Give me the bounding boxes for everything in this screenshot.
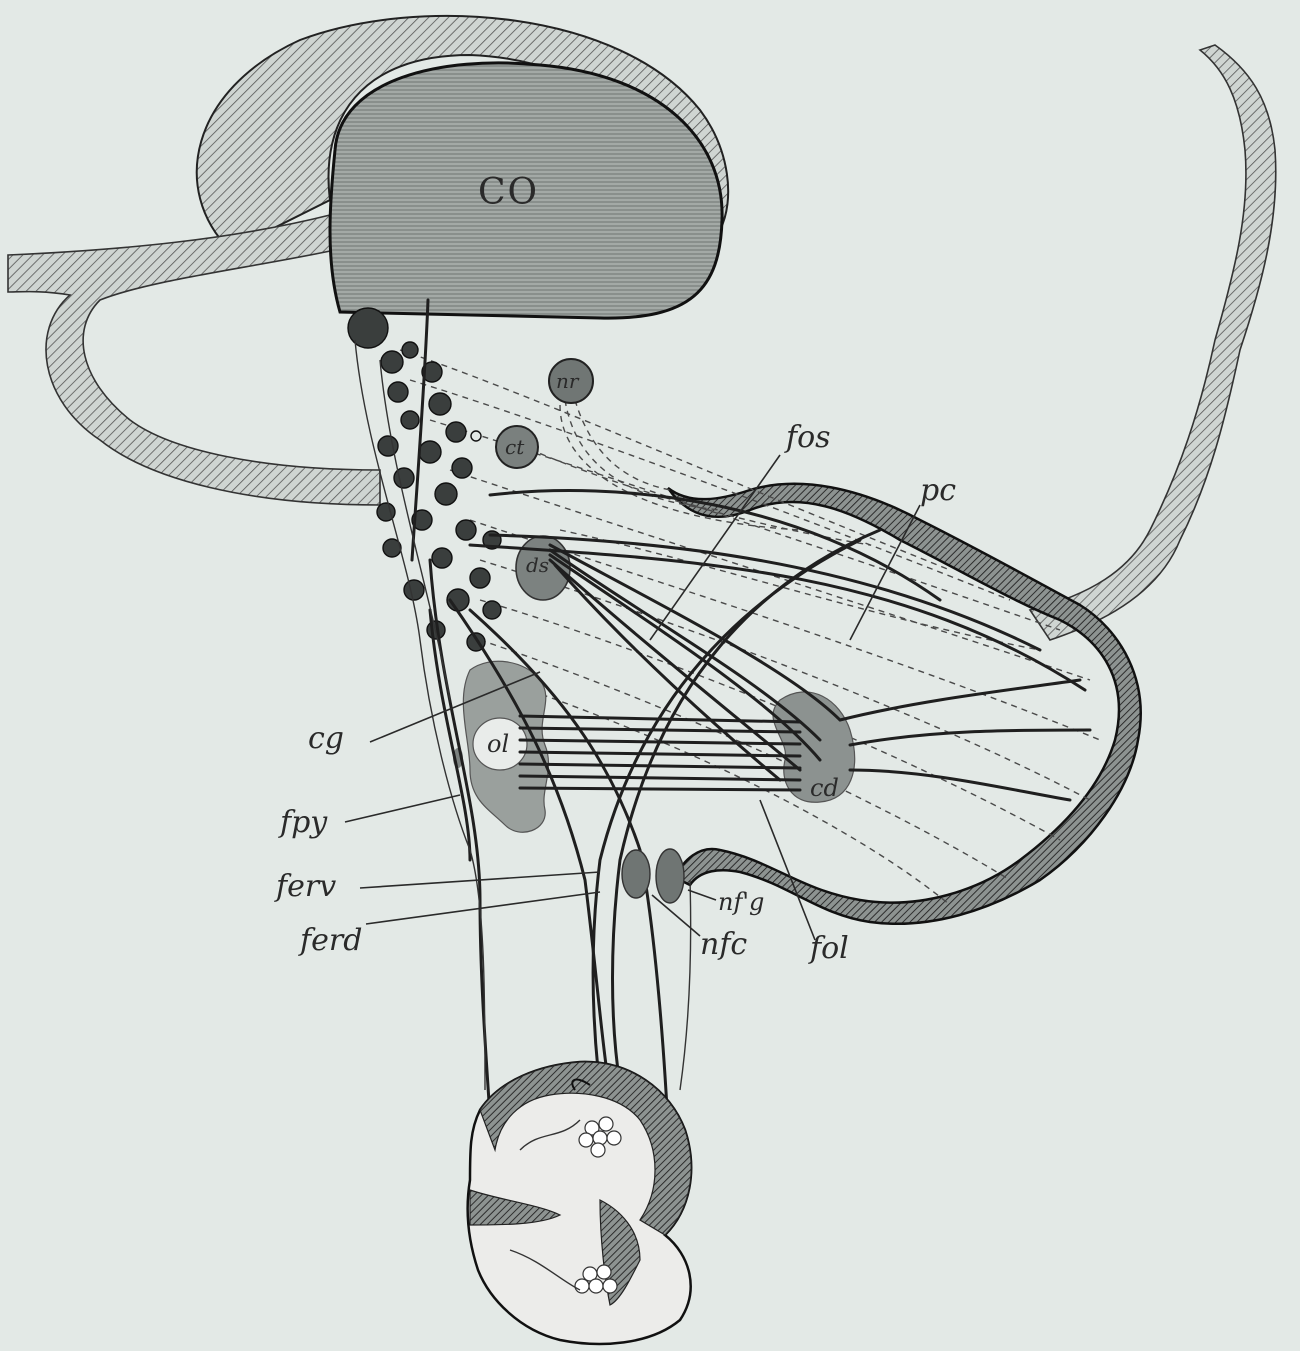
cerebellar-cortex (668, 484, 1141, 924)
label-co: CO (478, 172, 539, 213)
label-ferv: ferv (274, 869, 336, 904)
label-fpy: fpy (278, 805, 328, 840)
label-ds: ds (526, 553, 549, 577)
label-ct: ct (505, 435, 525, 459)
spinal-cord-section (468, 1062, 692, 1344)
label-cd: cd (810, 774, 839, 802)
right-ventricle-band (1030, 45, 1276, 640)
nucleus-nfg (656, 849, 684, 903)
label-pc: pc (920, 473, 956, 508)
left-ventricle-band (8, 215, 380, 505)
label-ol: ol (487, 730, 509, 758)
label-fol: fol (808, 931, 849, 966)
label-nfg: nf'g (718, 888, 764, 916)
nucleus-nfc (622, 850, 650, 898)
label-ferd: ferd (298, 923, 362, 958)
label-fos: fos (784, 420, 831, 455)
label-nr: nr (556, 369, 580, 393)
label-nfc: nfc (700, 927, 747, 962)
label-cg: cg (308, 721, 344, 756)
